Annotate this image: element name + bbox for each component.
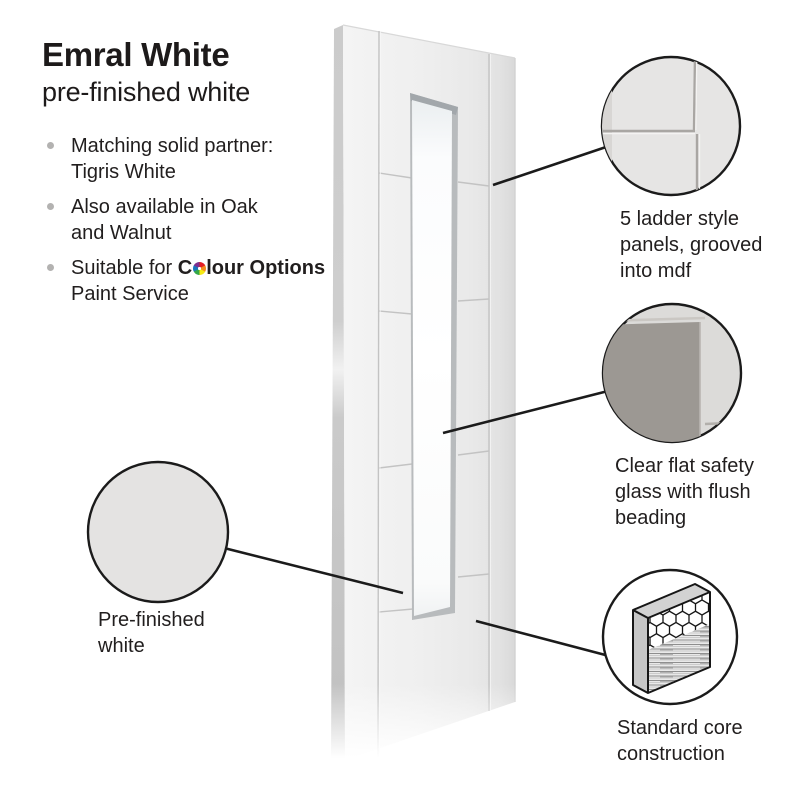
callout-line-prefinished [223, 546, 404, 595]
callout-line-panels [492, 143, 613, 187]
door-bottom-fade [312, 684, 532, 774]
door-glass-panel [410, 93, 458, 620]
feature-text: Matching solid partner: Tigris White [71, 135, 274, 183]
feature-item: Matching solid partner: Tigris White [42, 133, 342, 185]
callout-circle-core [601, 568, 739, 706]
door-groove-detail-icon [602, 57, 701, 195]
bullet-icon [47, 264, 54, 271]
colour-options-wheel-icon [192, 262, 206, 275]
door-top-edge [342, 24, 516, 59]
callout-line-core [475, 619, 614, 659]
bullet-icon [47, 142, 54, 149]
feature-list: Matching solid partner: Tigris White Als… [42, 133, 342, 316]
door-image [312, 24, 532, 774]
feature-text-line2: Paint Service [71, 283, 189, 305]
callout-label-prefinished: Pre-finished white [98, 609, 205, 657]
brand-letter-c: C [177, 257, 193, 279]
feature-item: Also available in Oak and Walnut [42, 194, 342, 246]
callout-circle-outline [600, 55, 742, 197]
feature-text: Also available in Oak and Walnut [71, 196, 258, 244]
callout-circle-prefinished [86, 460, 230, 604]
bullet-icon [47, 203, 54, 210]
honeycomb-core-detail-icon [632, 583, 711, 694]
feature-text-prefix: Suitable for [71, 257, 178, 279]
door-side-edge [331, 25, 345, 766]
callout-label-core: Standard core construction [617, 717, 743, 765]
product-subtitle: pre-finished white [42, 77, 251, 107]
plain-white-surface-icon [86, 460, 230, 604]
door-grooves [377, 30, 490, 758]
callout-label-glass: Clear flat safety glass with flush beadi… [615, 455, 754, 529]
callout-label-panels: 5 ladder style panels, grooved into mdf [620, 208, 763, 282]
glass-pane [412, 100, 452, 616]
brand-rest: lour Options [206, 257, 326, 279]
product-title: Emral White [42, 36, 230, 73]
callout-lines [223, 143, 614, 659]
callout-line-glass [442, 388, 613, 435]
callout-circle-panels [600, 55, 742, 197]
door-groove-highlights [379, 30, 492, 758]
callout-circle-glass [601, 302, 743, 444]
